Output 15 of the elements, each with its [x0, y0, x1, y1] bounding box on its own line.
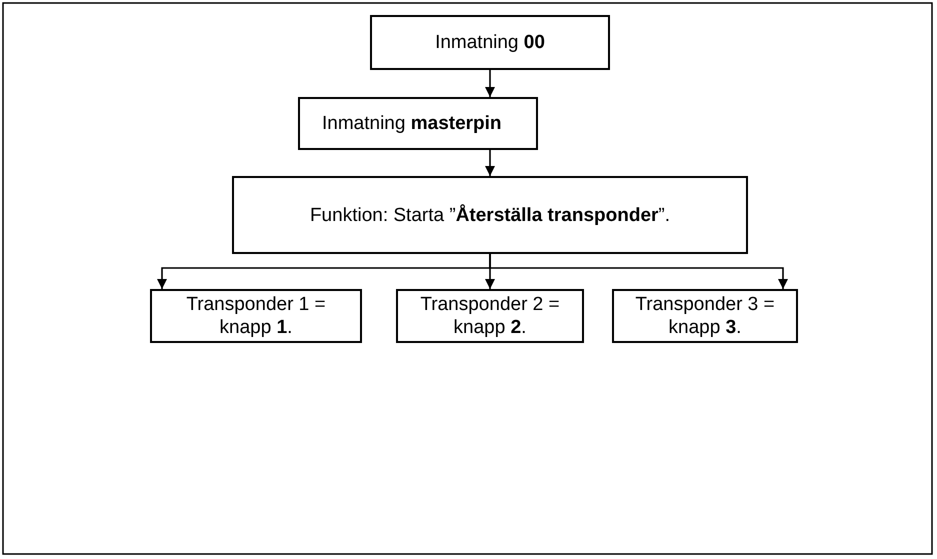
- process-box: [232, 176, 748, 254]
- arrow: [489, 254, 788, 289]
- box-label: Transponder 3 = knapp 3.: [634, 293, 776, 339]
- box-label: Transponder 2 = knapp 2.: [419, 293, 561, 339]
- arrow: [485, 70, 495, 97]
- process-box: [370, 15, 610, 70]
- box-label: Transponder 1 = knapp 1.: [185, 293, 327, 339]
- process-box: [396, 289, 584, 343]
- process-box: [612, 289, 798, 343]
- box-label: Funktion: Starta ”Återställa transponder”.: [310, 204, 670, 226]
- process-box: [298, 97, 538, 150]
- process-box: [150, 289, 362, 343]
- box-label: Inmatning masterpin: [322, 112, 502, 135]
- arrow: [485, 150, 495, 176]
- box-label: Inmatning 00: [435, 31, 545, 54]
